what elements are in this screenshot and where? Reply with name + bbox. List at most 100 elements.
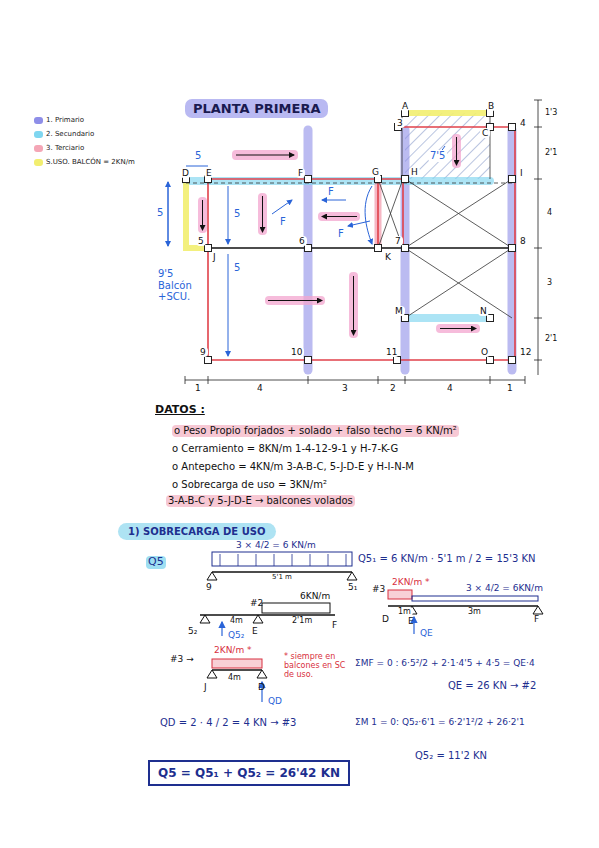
balcony-note: 9'5 Balcón +SCU. (156, 268, 206, 303)
grid-label: G (370, 167, 381, 177)
legend-row: S.USO. BALCÓN = 2KN/m (34, 158, 135, 166)
grid-label: 9 (198, 347, 208, 357)
legend-text: S.USO. BALCÓN = 2KN/m (46, 158, 135, 166)
force-label: F (326, 186, 336, 198)
legend-swatch (34, 117, 43, 124)
dimension: 2'1 (543, 148, 559, 157)
dimension: 5'1 m (270, 573, 294, 581)
legend-swatch (34, 159, 43, 166)
grid-label: 5 (196, 236, 206, 246)
data-line: o Antepecho = 4KN/m 3-A-B-C, 5-J-D-E y H… (172, 461, 414, 473)
dimension: 4 (255, 383, 265, 393)
grid-label: E (204, 168, 214, 178)
data-line: 3-A-B-C y 5-J-D-E → balcones volados (166, 495, 355, 507)
result-box: Q5 = Q5₁ + Q5₂ = 26'42 KN (148, 760, 350, 786)
drawing-stroke (509, 176, 516, 183)
grid-label: K (383, 252, 393, 262)
support-label: 5₁ (348, 582, 357, 592)
dimension: 5 (232, 262, 242, 274)
grid-label: 7 (393, 236, 403, 246)
load-case: Q5 (146, 556, 166, 569)
dimension: 1'3 (543, 108, 559, 117)
grid-label: 3 (395, 118, 405, 128)
legend-text: 2. Secundario (46, 130, 94, 138)
dimension: 5 (155, 207, 165, 219)
drawing-stroke (256, 554, 257, 566)
dimension: 4m (228, 616, 245, 625)
drawing-stroke (509, 124, 516, 131)
support-label: D (382, 614, 389, 624)
page-title: PLANTA PRIMERA (185, 99, 328, 118)
load-value: 3 × 4/2 = 6KN/m (466, 583, 543, 593)
drawing-stroke (292, 554, 293, 566)
drawing-stroke (375, 245, 382, 252)
legend-text: 3. Terciario (46, 144, 84, 152)
dimension: 4 (445, 383, 455, 393)
grid-label: C (480, 128, 490, 138)
dimension: 2 (388, 383, 398, 393)
grid-label: B (486, 101, 496, 111)
grid-label: I (518, 168, 525, 178)
drawing-stroke (487, 357, 494, 364)
grid-label: 4 (518, 118, 528, 128)
legend-text: 1. Primario (46, 116, 84, 124)
dimension: 3m (466, 607, 483, 616)
dimension: 4m (226, 673, 243, 682)
load-value: 6KN/m (300, 591, 330, 601)
dimension: 7'5 (428, 150, 447, 162)
node-text: 1) SOBRECARGA DE USO (128, 526, 266, 537)
grid-label: O (479, 347, 490, 357)
drawing-stroke (402, 176, 409, 183)
support-label: J (204, 682, 207, 692)
reaction-label: QD (268, 696, 282, 706)
drawing-stroke (346, 554, 347, 566)
equation: QD = 2 · 4 / 2 = 4 KN → #3 (160, 717, 296, 729)
drawing-stroke (402, 245, 409, 252)
reaction-label: Q5₂ (228, 630, 244, 640)
section-heading: DATOS : (155, 404, 205, 417)
drawing-stroke (274, 554, 275, 566)
load-value: 2KN/m * (392, 577, 430, 587)
equation: Q5₁ = 6 KN/m · 5'1 m / 2 = 15'3 KN (358, 553, 535, 565)
dimension: 4 (545, 208, 554, 217)
drawing-stroke (205, 357, 212, 364)
equation: Q5₂ = 11'2 KN (415, 750, 487, 762)
grid-label: H (409, 167, 420, 177)
grid-label: J (211, 252, 218, 262)
legend-row: 3. Terciario (34, 144, 84, 152)
dimension: 5 (193, 150, 203, 162)
node-text: Q5 = Q5₁ + Q5₂ = 26'42 KN (158, 766, 340, 780)
dimension: 2'1m (290, 616, 314, 625)
grid-label: A (400, 101, 410, 111)
dimension: 1 (505, 383, 515, 393)
support-label: F (534, 614, 539, 624)
case-ref: #3 → (170, 654, 194, 664)
grid-label: F (296, 168, 305, 178)
grid-label: N (478, 306, 489, 316)
legend-swatch (34, 145, 43, 152)
drawing-stroke (305, 176, 312, 183)
dimension: 3 (340, 383, 350, 393)
grid-label: 6 (297, 236, 307, 246)
dimension: 5 (232, 208, 242, 220)
equation: QE = 26 KN → #2 (448, 680, 536, 692)
drawing-stroke (487, 315, 494, 322)
dimension: 1m (396, 607, 413, 616)
load-value: 2KN/m * (214, 645, 252, 655)
data-line: o Sobrecarga de uso = 3KN/m² (172, 479, 327, 491)
support-label: D (258, 682, 265, 692)
data-line: o Cerramiento = 8KN/m 1-4-12-9-1 y H-7-K… (172, 443, 398, 455)
grid-label: D (180, 168, 191, 178)
warning-note: * siempre en balcones en SC de uso. (284, 652, 356, 680)
support-label: 5₂ (188, 626, 197, 636)
case-ref: #2 (250, 598, 263, 608)
grid-label: 11 (384, 347, 399, 357)
grid-label: 8 (518, 236, 528, 246)
drawing-stroke (328, 554, 329, 566)
drawing-stroke (305, 357, 312, 364)
grid-label: M (393, 306, 405, 316)
support-label: E (408, 616, 414, 626)
force-label: F (278, 216, 288, 228)
reaction-label: QE (420, 628, 433, 638)
dimension: 3 (545, 278, 554, 287)
